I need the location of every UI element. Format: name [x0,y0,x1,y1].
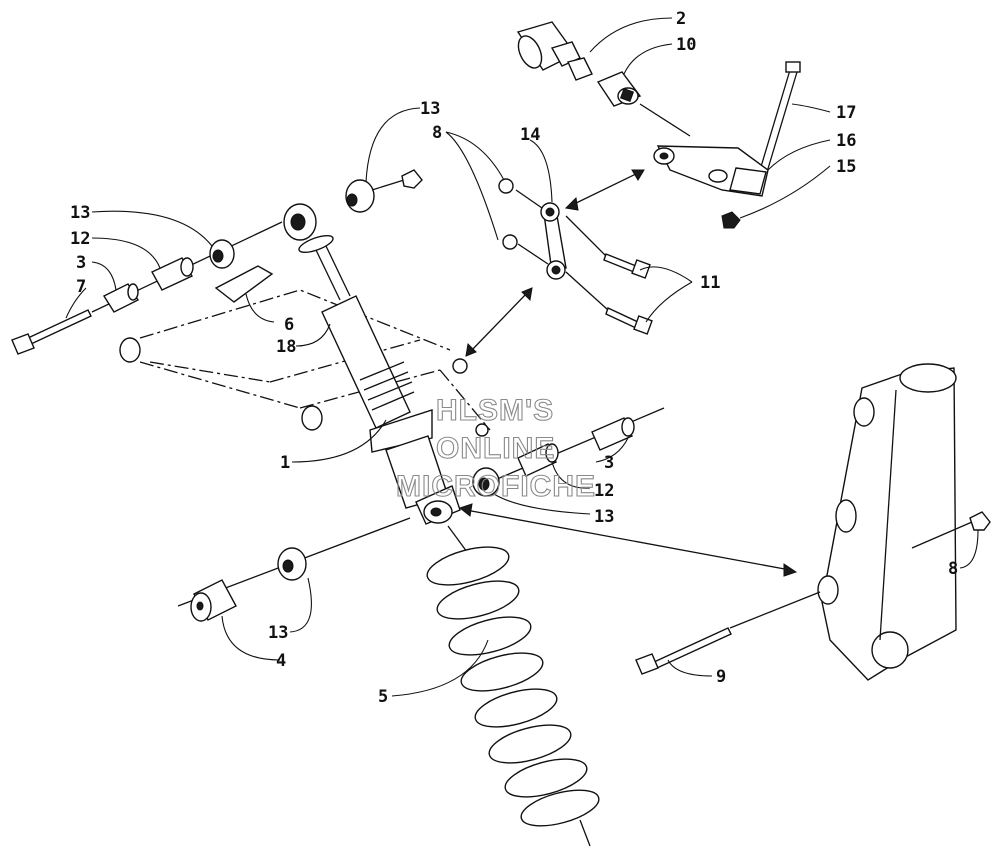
nut-part-15 [721,211,741,229]
callout-13-top: 13 [420,99,440,119]
nut-part-8-top [401,169,423,189]
shock-absorber-part-1 [283,203,461,525]
bushing-part-13-left [209,239,235,269]
bolt-part-9 [635,627,732,675]
callout-16: 16 [836,131,856,151]
callout-11: 11 [700,273,720,293]
linkage-part-14 [540,202,567,280]
arm-part-16 [653,145,769,197]
bolt-part-11 [603,253,653,335]
callout-17: 17 [836,103,856,123]
sleeve-part-12-left [151,257,194,291]
bushing-part-10 [596,71,642,107]
callout-13-left: 13 [70,203,90,223]
bolt-part-7 [11,309,92,355]
spacer-part-3-left [102,283,140,313]
bushing-part-13-top [345,179,375,213]
callout-4: 4 [276,651,286,671]
bolt-part-17 [759,61,801,173]
callout-15: 15 [836,157,856,177]
arrow-linkage-to-arm [564,169,645,211]
leader-lines [65,17,979,697]
callout-6: 6 [284,315,294,335]
sleeve-part-12-right [517,443,559,477]
callout-13-right: 13 [594,507,614,527]
callout-3-left: 3 [76,253,86,273]
watermark-line-1: HLSM'S [436,394,554,427]
callout-10: 10 [676,35,696,55]
nut-part-8-right [969,511,991,531]
callouts: 2 10 17 16 15 14 13 8 13 12 3 7 6 18 11 … [70,9,958,707]
bushing-part-13-right [472,467,500,497]
watermark-line-3: MICROFICHE [396,470,596,503]
callout-14: 14 [520,125,540,145]
callout-13-lower: 13 [268,623,288,643]
nut-part-8-upper [498,178,518,250]
watermark: HLSM'S ONLINE MICROFICHE [395,393,596,503]
callout-5: 5 [378,687,388,707]
callout-8-right: 8 [948,559,958,579]
callout-8-top: 8 [432,123,442,143]
spacer-part-3-right [591,417,635,451]
watermark-line-2: ONLINE [436,432,555,465]
fitting-part-2 [516,21,593,81]
callout-12-left: 12 [70,229,90,249]
callout-3-right: 3 [604,453,614,473]
callout-9: 9 [716,667,726,687]
arrow-shock-to-spindle [458,503,798,577]
bushing-part-13-lower [277,547,307,581]
callout-1: 1 [280,453,290,473]
callout-2: 2 [676,9,686,29]
arrow-linkage-to-frame [465,287,533,357]
spacer-part-4 [190,579,237,622]
callout-18: 18 [276,337,296,357]
callout-7: 7 [76,277,86,297]
callout-12-right: 12 [594,481,614,501]
spindle [817,363,957,681]
a-arm-frame [119,289,491,437]
guard-part-6 [214,265,274,303]
coil-spring-part-5 [426,525,600,847]
